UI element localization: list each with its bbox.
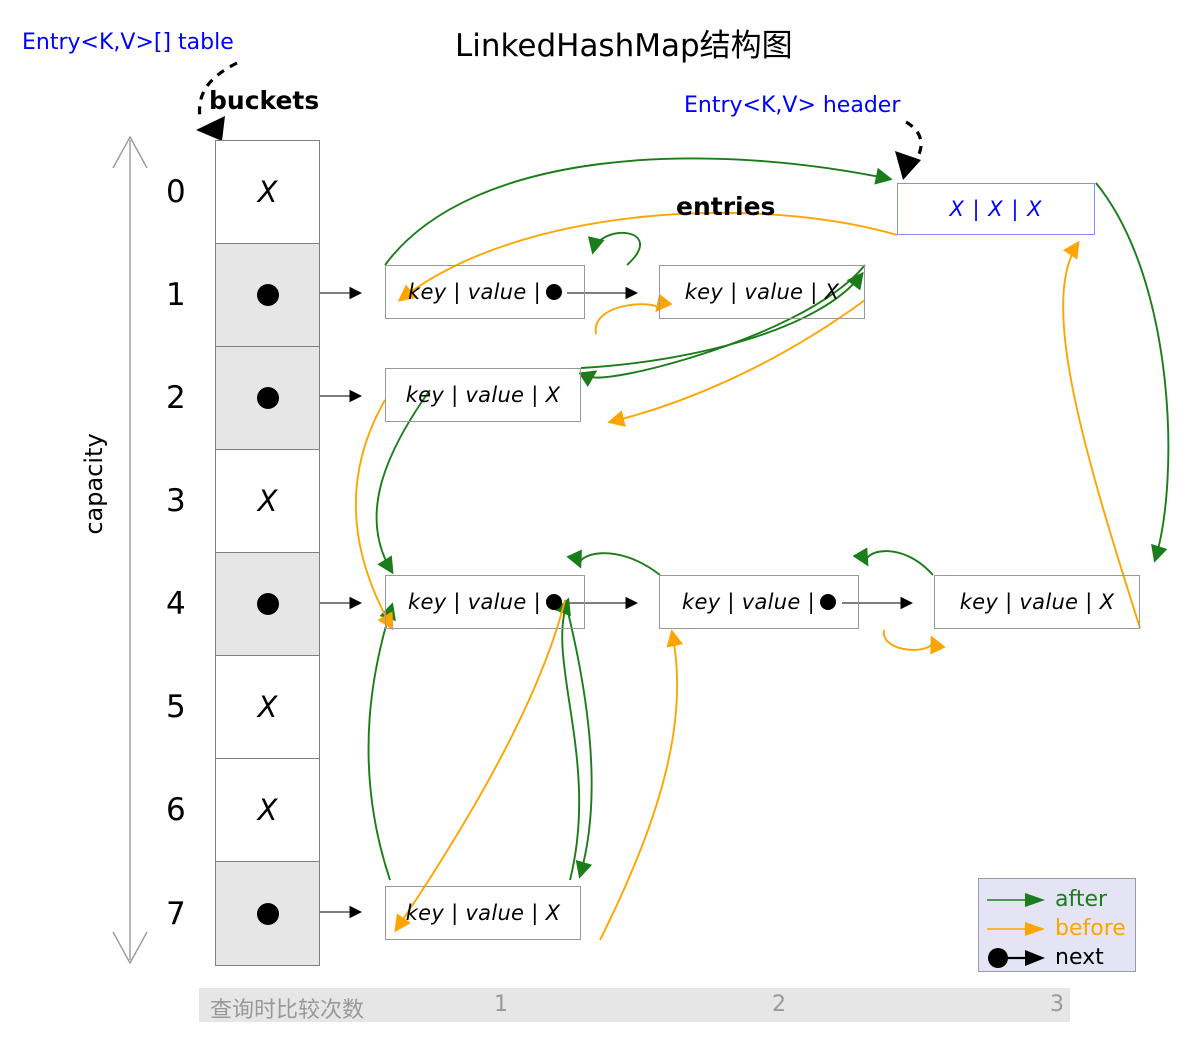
entry-next-pointer-dot (545, 284, 562, 300)
entry-next-pointer-dot (545, 594, 562, 610)
bucket-pointer-dot (256, 387, 279, 409)
entry-node-b2-0[interactable]: key | value | X (385, 368, 581, 422)
bucket-null-marker: X (257, 690, 278, 724)
bucket-cell-7[interactable]: 7 (166, 862, 319, 965)
buckets-label: buckets (209, 86, 320, 115)
entry-node-text: key | value | X (405, 383, 561, 407)
bucket-index-1: 1 (166, 277, 186, 313)
legend-before-label: before (1055, 916, 1126, 941)
bucket-index-5: 5 (166, 689, 186, 725)
bucket-cell-4[interactable]: 4 (166, 553, 319, 656)
capacity-span-arrow (112, 135, 148, 965)
bucket-cell-1[interactable]: 1 (166, 244, 319, 347)
bucket-pointer-dot (256, 902, 279, 925)
entry-node-b1-1[interactable]: key | value | X (659, 265, 865, 319)
annotation-table-label: Entry<K,V>[] table (22, 30, 234, 55)
entry-node-text: key | value | X (959, 590, 1115, 614)
legend-next-swatch (988, 947, 1045, 968)
annotation-header-label: Entry<K,V> header (684, 93, 901, 118)
bucket-index-3: 3 (166, 483, 186, 519)
page-title: LinkedHashMap结构图 (455, 28, 793, 64)
footer-caption: 查询时比较次数 (210, 998, 365, 1023)
entry-node-text: key | value | (408, 280, 541, 304)
capacity-label: capacity (80, 433, 108, 535)
bucket-index-4: 4 (166, 586, 186, 622)
entry-node-text: key | value | X (684, 280, 840, 304)
legend-before-swatch (987, 921, 1045, 936)
footer-count-3: 3 (1050, 992, 1064, 1017)
header-entry-text: X | X | X (949, 197, 1043, 221)
legend-next-label: next (1055, 945, 1104, 970)
header-entry-node[interactable]: X | X | X (897, 183, 1095, 235)
bucket-index-6: 6 (166, 792, 186, 828)
footer-bar: 查询时比较次数 1 2 3 (199, 988, 1070, 1023)
bucket-index-0: 0 (166, 174, 186, 210)
bucket-index-2: 2 (166, 380, 186, 416)
footer-count-2: 2 (772, 992, 786, 1017)
entry-next-pointer-dot (819, 594, 836, 610)
entry-node-b4-1[interactable]: key | value | (659, 575, 859, 629)
entry-node-text: key | value | (408, 590, 541, 614)
entry-node-b1-0[interactable]: key | value | (385, 265, 585, 319)
footer-count-1: 1 (494, 992, 508, 1017)
entry-node-b7-0[interactable]: key | value | X (385, 886, 581, 940)
entry-node-text: key | value | X (405, 901, 561, 925)
legend-after-swatch (987, 892, 1045, 907)
entry-node-text: key | value | (682, 590, 815, 614)
bucket-pointer-dot (256, 593, 279, 615)
legend-item-next: next (987, 943, 1127, 972)
entry-node-b4-0[interactable]: key | value | (385, 575, 585, 629)
legend-box: after before next (978, 878, 1136, 972)
legend-item-after: after (987, 885, 1127, 914)
entry-node-b4-2[interactable]: key | value | X (934, 575, 1140, 629)
bucket-null-marker: X (257, 484, 278, 518)
legend-item-before: before (987, 914, 1127, 943)
entries-label: entries (676, 192, 776, 221)
bucket-cell-2[interactable]: 2 (166, 347, 319, 450)
bucket-pointer-dot (256, 284, 279, 306)
bucket-null-marker: X (257, 175, 278, 209)
legend-after-label: after (1055, 887, 1108, 912)
annotation-leader-header (895, 120, 923, 180)
bucket-index-7: 7 (166, 895, 186, 932)
bucket-null-marker: X (257, 793, 278, 827)
